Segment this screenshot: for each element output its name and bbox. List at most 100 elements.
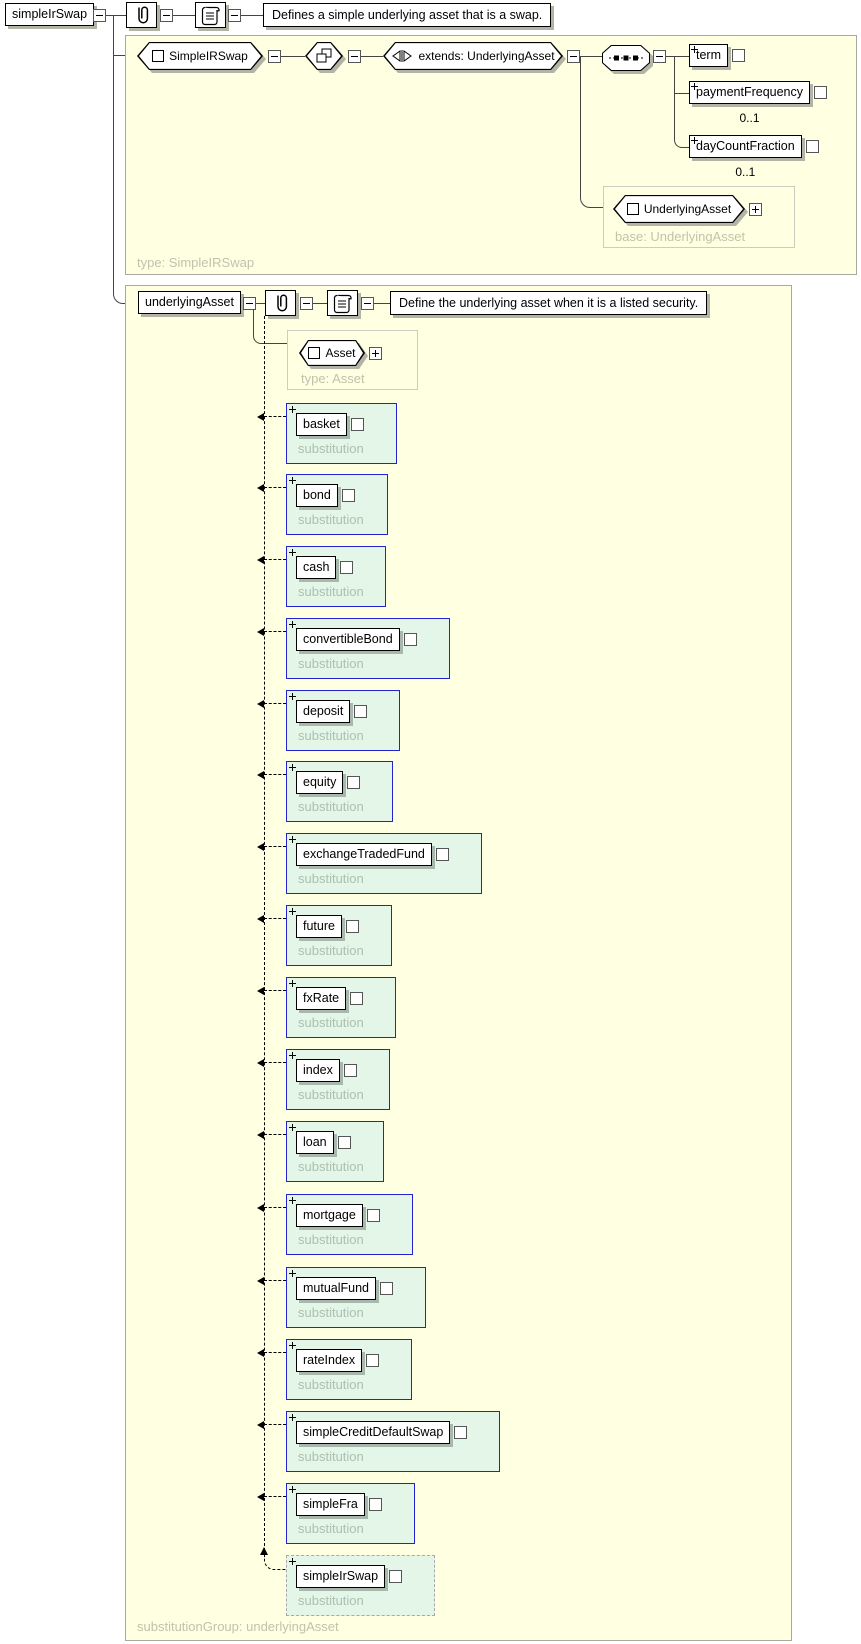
expand-icon[interactable] bbox=[366, 1354, 380, 1367]
extension-node[interactable]: extends: UnderlyingAsset bbox=[383, 42, 563, 70]
element-underlyingAsset[interactable]: underlyingAsset bbox=[138, 291, 241, 314]
element-label: mortgage bbox=[303, 1208, 356, 1222]
substitution-member-mutualFund: mutualFund substitution bbox=[286, 1267, 427, 1328]
substitution-caption: substitution bbox=[298, 799, 364, 814]
element-simpleIrSwap[interactable]: simpleIrSwap bbox=[5, 3, 95, 26]
element-box[interactable]: term bbox=[689, 44, 728, 67]
substitution-arrow bbox=[257, 1421, 286, 1429]
collapse-icon[interactable] bbox=[160, 9, 173, 22]
expand-icon[interactable] bbox=[805, 140, 819, 153]
element-box[interactable]: rateIndex bbox=[296, 1349, 363, 1372]
expand-icon[interactable] bbox=[354, 705, 368, 718]
expand-icon[interactable] bbox=[749, 203, 762, 216]
element-label: simpleFra bbox=[303, 1497, 358, 1511]
complex-content-icon bbox=[316, 48, 332, 63]
expand-icon[interactable] bbox=[345, 920, 359, 933]
expand-icon[interactable] bbox=[814, 86, 828, 99]
expand-icon[interactable] bbox=[366, 1209, 380, 1222]
documentation-node[interactable] bbox=[195, 2, 226, 28]
scroll-icon bbox=[333, 294, 352, 314]
complextype-SimpleIRSwap[interactable]: SimpleIRSwap bbox=[137, 42, 263, 70]
substitution-member-basket: basket substitution bbox=[286, 403, 397, 464]
substitution-caption: substitution bbox=[298, 1232, 364, 1247]
element-box[interactable]: index bbox=[296, 1059, 340, 1082]
expand-icon[interactable] bbox=[341, 489, 355, 502]
extension-icon bbox=[392, 50, 413, 62]
substitution-member-fxRate: fxRate substitution bbox=[286, 977, 397, 1038]
collapse-icon[interactable] bbox=[228, 9, 241, 22]
expand-icon[interactable] bbox=[337, 1136, 351, 1149]
element-box[interactable]: simpleFra bbox=[296, 1493, 365, 1516]
complextype-icon bbox=[308, 347, 321, 359]
expand-icon[interactable] bbox=[435, 848, 449, 861]
substitution-arrow bbox=[257, 1493, 286, 1501]
element-label: rateIndex bbox=[303, 1353, 356, 1367]
expand-icon[interactable] bbox=[380, 1282, 394, 1295]
substitution-arrow bbox=[257, 915, 286, 923]
collapse-icon[interactable] bbox=[268, 50, 281, 63]
element-box[interactable]: paymentFrequency bbox=[689, 81, 811, 104]
collapse-icon[interactable] bbox=[93, 9, 106, 22]
expand-icon[interactable] bbox=[389, 1570, 403, 1583]
element-box[interactable]: loan bbox=[296, 1131, 334, 1154]
expand-icon[interactable] bbox=[347, 776, 361, 789]
documentation-node[interactable] bbox=[327, 290, 358, 316]
substitution-caption: substitution bbox=[298, 512, 364, 527]
head-type-container: Asset type: Asset bbox=[287, 330, 418, 390]
expand-icon[interactable] bbox=[403, 633, 417, 646]
substitution-arrow bbox=[257, 1059, 286, 1067]
substitution-member-bond: bond substitution bbox=[286, 474, 388, 535]
substitution-member-index: index substitution bbox=[286, 1049, 390, 1110]
substitution-group-note: substitutionGroup: underlyingAsset bbox=[137, 1619, 339, 1634]
element-label: cash bbox=[303, 560, 330, 574]
expand-icon[interactable] bbox=[340, 561, 354, 574]
complextype-UnderlyingAsset[interactable]: UnderlyingAsset bbox=[613, 195, 745, 223]
element-box[interactable]: cash bbox=[296, 556, 337, 579]
collapse-icon[interactable] bbox=[300, 297, 313, 310]
collapse-icon[interactable] bbox=[361, 297, 374, 310]
expand-icon[interactable] bbox=[350, 418, 364, 431]
element-box[interactable]: simpleCreditDefaultSwap bbox=[296, 1421, 451, 1444]
complex-content-node[interactable] bbox=[305, 42, 343, 70]
element-box[interactable]: exchangeTradedFund bbox=[296, 843, 432, 866]
element-box[interactable]: future bbox=[296, 915, 342, 938]
element-box[interactable]: dayCountFraction bbox=[689, 135, 802, 158]
element-box[interactable]: fxRate bbox=[296, 987, 347, 1010]
element-box[interactable]: bond bbox=[296, 484, 338, 507]
substitution-arrow bbox=[257, 1349, 286, 1357]
collapse-icon[interactable] bbox=[653, 50, 666, 63]
element-label: simpleIrSwap bbox=[12, 7, 88, 21]
element-label: exchangeTradedFund bbox=[303, 847, 425, 861]
substitution-member-future: future substitution bbox=[286, 905, 392, 966]
substitution-member-simpleIrSwap: simpleIrSwap substitution bbox=[286, 1555, 436, 1616]
collapse-icon[interactable] bbox=[348, 50, 361, 63]
element-box[interactable]: deposit bbox=[296, 700, 351, 723]
collapse-icon[interactable] bbox=[243, 297, 256, 310]
substitution-member-simpleFra: simpleFra substitution bbox=[286, 1483, 415, 1544]
sequence-node[interactable] bbox=[602, 45, 650, 71]
element-box[interactable]: equity bbox=[296, 771, 344, 794]
expand-icon[interactable] bbox=[350, 992, 364, 1005]
expand-icon[interactable] bbox=[454, 1426, 468, 1439]
element-box[interactable]: mortgage bbox=[296, 1204, 363, 1227]
substitution-arrow bbox=[257, 771, 286, 779]
element-box[interactable]: basket bbox=[296, 413, 347, 436]
element-box[interactable]: mutualFund bbox=[296, 1277, 377, 1300]
complextype-icon bbox=[152, 50, 165, 62]
complextype-Asset[interactable]: Asset bbox=[299, 340, 365, 366]
element-box[interactable]: simpleIrSwap bbox=[296, 1565, 386, 1588]
expand-icon[interactable] bbox=[732, 49, 745, 62]
element-box[interactable]: convertibleBond bbox=[296, 628, 400, 651]
expand-icon[interactable] bbox=[368, 1498, 382, 1511]
substitution-member-simpleCreditDefaultSwap: simpleCreditDefaultSwap substitution bbox=[286, 1411, 501, 1472]
expand-icon[interactable] bbox=[343, 1064, 357, 1077]
substitution-connector-line bbox=[264, 316, 265, 1556]
collapse-icon[interactable] bbox=[567, 50, 580, 63]
cardinality-label: 0..1 bbox=[739, 111, 760, 125]
substitution-arrow bbox=[257, 484, 286, 492]
substitution-arrow bbox=[257, 1204, 286, 1212]
substitution-member-exchangeTradedFund: exchangeTradedFund substitution bbox=[286, 833, 482, 894]
expand-icon[interactable] bbox=[369, 347, 382, 360]
element-term: term bbox=[689, 44, 745, 67]
